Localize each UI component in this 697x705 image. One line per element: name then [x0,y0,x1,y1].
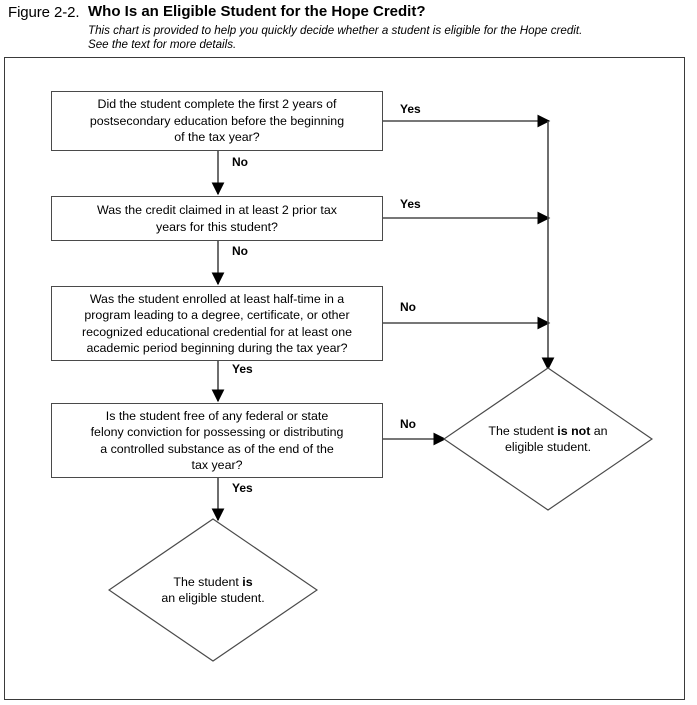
edge-label-q3-yes: Yes [232,362,253,376]
figure-number-label: Figure 2-2. [8,4,80,21]
figure-title: Who Is an Eligible Student for the Hope … [88,3,426,20]
edge-label-q4-no: No [400,417,416,431]
edge-label-q2-yes: Yes [400,197,421,211]
decision-box-felony-conviction[interactable]: Is the student free of any federal or st… [51,403,383,478]
decision-box-years-completed-text: Did the student complete the first 2 yea… [89,97,345,145]
decision-box-felony-conviction-text: Is the student free of any federal or st… [90,408,344,473]
edge-label-q1-no: No [232,155,248,169]
decision-box-prior-claims-text: Was the credit claimed in at least 2 pri… [97,203,337,234]
diamond-shape-eligible [108,518,318,662]
figure-caption: Figure 2-2. Who Is an Eligible Student f… [0,0,697,57]
terminal-not-eligible-text: The student is not an eligible student. [488,423,608,455]
diamond-shape-not-eligible [443,367,653,511]
edge-label-q4-yes: Yes [232,481,253,495]
edge-label-q2-no: No [232,244,248,258]
terminal-not-eligible[interactable]: The student is not an eligible student. [443,367,653,511]
edge-label-q3-no: No [400,300,416,314]
terminal-eligible[interactable]: The student is an eligible student. [108,518,318,662]
decision-box-enrollment-text: Was the student enrolled at least half-t… [81,291,353,356]
edge-label-q1-yes: Yes [400,102,421,116]
figure-subtitle-line-2: See the text for more details. [88,38,237,51]
figure-subtitle: This chart is provided to help you quick… [88,24,688,52]
decision-box-enrollment[interactable]: Was the student enrolled at least half-t… [51,286,383,361]
terminal-eligible-text: The student is an eligible student. [161,574,265,606]
decision-box-prior-claims[interactable]: Was the credit claimed in at least 2 pri… [51,196,383,241]
figure-subtitle-line-1: This chart is provided to help you quick… [88,24,583,37]
decision-box-years-completed[interactable]: Did the student complete the first 2 yea… [51,91,383,151]
